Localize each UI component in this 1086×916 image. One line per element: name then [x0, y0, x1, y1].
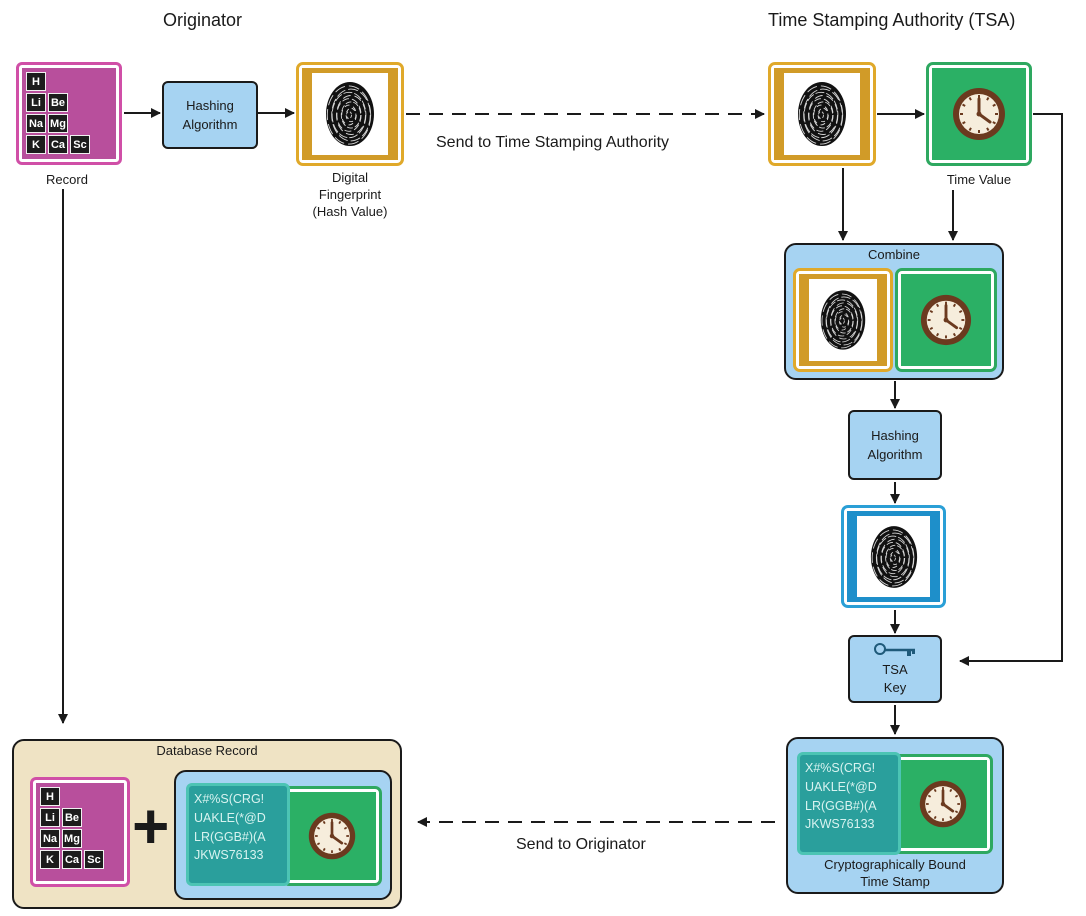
element-cell: H — [40, 787, 60, 806]
record-label: Record — [46, 172, 88, 187]
element-cell: Be — [48, 93, 68, 112]
fingerprint-label-line1: Digital — [331, 170, 369, 185]
bound-stamp-line2: Time Stamp — [860, 873, 930, 889]
periodic-table-icon: H Li Be Na Mg K Ca Sc — [36, 783, 124, 881]
clock-icon — [920, 294, 972, 346]
element-cell: Mg — [62, 829, 82, 848]
element-cell: H — [26, 72, 46, 91]
hashing-line1: Hashing — [871, 427, 919, 443]
periodic-table-icon: H Li Be Na Mg K Ca Sc — [22, 68, 116, 159]
tsa-key-line1: TSA — [882, 661, 908, 677]
clock-icon — [308, 812, 356, 860]
send-to-tsa-label: Send to Time Stamping Authority — [436, 134, 670, 151]
element-cell: Mg — [48, 114, 68, 133]
stamp-clock-box — [893, 754, 993, 854]
tsa-fingerprint-box — [768, 62, 876, 166]
combine-clock-box — [895, 268, 997, 372]
fingerprint-label-line2: Fingerprint — [318, 186, 382, 202]
database-record-box: H Li Be Na Mg K Ca Sc — [30, 777, 130, 887]
element-cell: Sc — [70, 135, 90, 154]
bound-time-stamp-label: Cryptographically Bound Time Stamp — [786, 857, 1004, 891]
clock-icon — [919, 780, 967, 828]
combine-title: Combine — [867, 247, 921, 262]
bound-stamp-line1: Cryptographically Bound — [824, 857, 966, 872]
element-cell: Be — [62, 808, 82, 827]
element-cell: Ca — [62, 850, 82, 869]
fingerprint-icon — [870, 525, 917, 588]
arrow-time-to-key — [959, 113, 1063, 666]
element-cell: Li — [40, 808, 60, 827]
time-value-box — [926, 62, 1032, 166]
database-clock-box — [282, 786, 382, 886]
plus-sign: + — [132, 790, 170, 862]
element-cell: K — [40, 850, 60, 869]
cipher-text-box: X#%S(CRG! UAKLE(*@D LR(GGB#)(A JKWS76133 — [797, 752, 901, 855]
combine-fingerprint-box — [793, 268, 893, 372]
database-cipher-text-box: X#%S(CRG! UAKLE(*@D LR(GGB#)(A JKWS76133 — [186, 783, 290, 886]
fingerprint-icon — [798, 82, 846, 146]
fingerprint-label-line3: (Hash Value) — [312, 203, 388, 219]
time-value-label: Time Value — [946, 172, 1012, 187]
key-icon — [874, 642, 915, 656]
hashed-fingerprint-box — [841, 505, 946, 608]
element-cell: Ca — [48, 135, 68, 154]
fingerprint-icon — [820, 290, 866, 350]
hashing-line1: Hashing — [186, 97, 234, 113]
digital-fingerprint-box — [296, 62, 404, 166]
record-box: H Li Be Na Mg K Ca Sc — [16, 62, 122, 165]
hashing-line2: Algorithm — [182, 117, 238, 132]
element-cell: K — [26, 135, 46, 154]
tsa-heading: Time Stamping Authority (TSA) — [768, 10, 1016, 30]
digital-fingerprint-label: Digital Fingerprint (Hash Value) — [300, 170, 400, 221]
database-record-title: Database Record — [156, 743, 258, 758]
send-to-originator-label: Send to Originator — [516, 836, 646, 853]
tsa-key-box: TSA Key — [848, 635, 942, 703]
element-cell: Na — [40, 829, 60, 848]
element-cell: Sc — [84, 850, 104, 869]
clock-icon — [953, 88, 1005, 140]
hashing-line2: Algorithm — [867, 447, 923, 462]
tsa-key-line2: Key — [883, 679, 907, 695]
element-cell: Li — [26, 93, 46, 112]
originator-heading: Originator — [163, 10, 243, 30]
fingerprint-icon — [326, 82, 374, 146]
element-cell: Na — [26, 114, 46, 133]
